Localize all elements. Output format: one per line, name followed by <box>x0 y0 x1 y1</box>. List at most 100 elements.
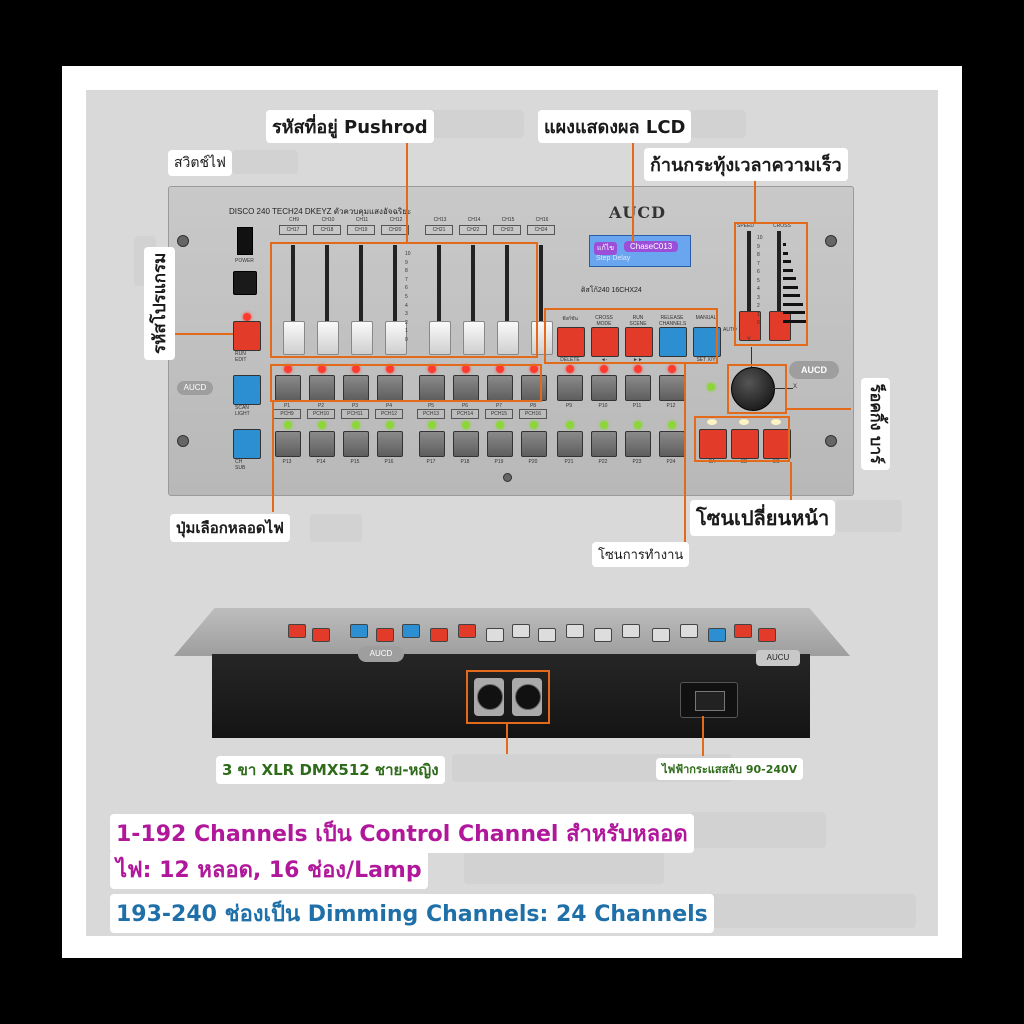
lamp-button[interactable] <box>377 431 403 457</box>
fader-track <box>505 245 509 337</box>
speed-scale-mark: 7 <box>757 260 760 267</box>
function-button[interactable] <box>659 327 687 357</box>
pch-tag: PCH12 <box>375 409 403 419</box>
fader-knob[interactable] <box>317 321 339 355</box>
lamp-button-label: P14 <box>316 459 326 465</box>
lamp-button[interactable] <box>591 431 617 457</box>
wedge-bar <box>783 268 794 272</box>
lamp-button[interactable] <box>521 431 547 457</box>
rear-knob <box>402 624 420 638</box>
joystick[interactable] <box>731 367 775 411</box>
ghost-strip <box>690 110 746 138</box>
channel-tag: CH23 <box>493 225 521 235</box>
ch-button[interactable] <box>233 429 261 459</box>
ghost-strip <box>690 812 826 848</box>
fader-knob[interactable] <box>385 321 407 355</box>
led-indicator <box>707 383 715 391</box>
rear-knob <box>652 628 670 642</box>
function-button-label: RUN SCENE <box>629 315 647 327</box>
fader-knob[interactable] <box>429 321 451 355</box>
rear-knob <box>566 624 584 638</box>
function-button[interactable] <box>557 327 585 357</box>
lamp-button[interactable] <box>275 375 301 401</box>
led-indicator <box>496 421 504 429</box>
speed-fader-track <box>747 231 751 331</box>
fader-knob[interactable] <box>497 321 519 355</box>
lamp-button[interactable] <box>419 431 445 457</box>
function-button[interactable] <box>625 327 653 357</box>
pch-tag: PCH10 <box>307 409 335 419</box>
pch-tag: PCH15 <box>485 409 513 419</box>
function-button[interactable] <box>591 327 619 357</box>
lcd-line1-b: ChaseC013 <box>624 241 679 252</box>
led-indicator <box>284 365 292 373</box>
rear-knob <box>512 624 530 638</box>
screw-icon <box>503 473 512 482</box>
led-indicator <box>668 365 676 373</box>
cross-fader-track <box>777 231 781 331</box>
pch-tag: PCH11 <box>341 409 369 419</box>
cross-label: CROSS <box>773 223 791 229</box>
speed-scale-mark: 5 <box>757 277 760 284</box>
lamp-button[interactable] <box>521 375 547 401</box>
rear-knob <box>288 624 306 638</box>
led-indicator <box>284 421 292 429</box>
wedge-bar <box>783 311 806 314</box>
lamp-button-label: P2 <box>317 403 325 409</box>
lamp-button[interactable] <box>659 431 685 457</box>
lamp-button-label: P10 <box>598 403 608 409</box>
channel-tag-top: CH15 <box>501 217 515 223</box>
lamp-button[interactable] <box>591 375 617 401</box>
callout-lcd: แผงแสดงผล LCD <box>538 110 692 143</box>
fader-knob[interactable] <box>283 321 305 355</box>
speed-scale-mark: 6 <box>757 269 760 275</box>
lamp-button[interactable] <box>309 431 335 457</box>
ghost-strip <box>836 500 902 532</box>
lamp-button[interactable] <box>557 431 583 457</box>
connector-line <box>684 362 686 546</box>
led-indicator <box>634 365 642 373</box>
connector-line <box>787 408 851 410</box>
callout-work-zone: โซนการทำงาน <box>592 542 690 567</box>
rear-knob <box>458 624 476 638</box>
page-highlight <box>694 416 790 462</box>
lamp-button-label: P18 <box>460 459 470 465</box>
callout-joystick-bar: ร็อคกิ้ง บาร์ <box>861 378 890 470</box>
function-button-sublabel: SET X/Y <box>696 357 716 363</box>
lamp-button[interactable] <box>659 375 685 401</box>
lamp-button[interactable] <box>557 375 583 401</box>
rear-knob <box>486 628 504 642</box>
power-switch[interactable] <box>237 227 253 255</box>
lamp-button[interactable] <box>275 431 301 457</box>
speed-fader-knob[interactable] <box>739 311 761 341</box>
led-indicator <box>530 421 538 429</box>
cross-fader-knob[interactable] <box>769 311 791 341</box>
fader-knob[interactable] <box>351 321 373 355</box>
lamp-button[interactable] <box>343 375 369 401</box>
fader-track <box>393 245 397 337</box>
led-indicator <box>566 421 574 429</box>
fader-track <box>359 245 363 337</box>
rear-knob <box>538 628 556 642</box>
program-button[interactable] <box>233 321 261 351</box>
page-button[interactable] <box>699 429 727 459</box>
left-label-edit: EDIT <box>235 357 247 363</box>
black-button[interactable] <box>233 271 257 295</box>
lamp-button[interactable] <box>625 375 651 401</box>
page-button[interactable] <box>763 429 791 459</box>
speed-scale-mark: 9 <box>757 243 760 250</box>
fader-knob[interactable] <box>463 321 485 355</box>
screw-icon <box>825 435 837 447</box>
fader-scale-mark: 3 <box>405 311 408 318</box>
page-button[interactable] <box>731 429 759 459</box>
scan-button[interactable] <box>233 375 261 405</box>
speed-scale-mark: 1 <box>757 311 760 318</box>
lamp-button[interactable] <box>625 431 651 457</box>
lamp-button[interactable] <box>419 375 445 401</box>
ghost-strip <box>310 514 362 542</box>
lamp-button[interactable] <box>343 431 369 457</box>
led-indicator <box>634 421 642 429</box>
lamp-button[interactable] <box>487 431 513 457</box>
left-label-scan: SCAN <box>235 405 249 411</box>
lamp-button[interactable] <box>453 431 479 457</box>
